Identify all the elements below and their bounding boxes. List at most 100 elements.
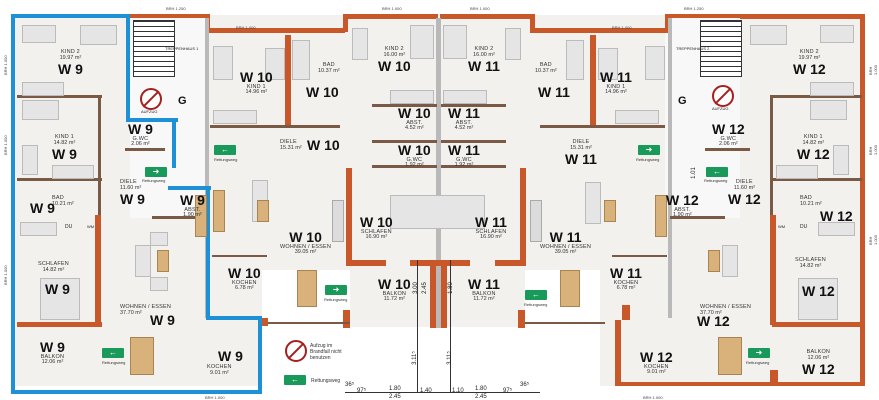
room-label: KIND 2 19.97 m² W 12 bbox=[793, 49, 826, 77]
room-label: W 10 G.WC 1.92 m² bbox=[398, 142, 431, 169]
desk bbox=[265, 48, 285, 80]
coffee-table bbox=[708, 250, 720, 272]
dimension-value: 36⁵ bbox=[520, 382, 530, 388]
exit-sign-icon: ← bbox=[525, 290, 547, 300]
interior-wall bbox=[17, 322, 102, 327]
bathtub bbox=[818, 222, 855, 236]
interior-wall bbox=[441, 140, 506, 143]
double-bed bbox=[798, 278, 838, 320]
exit-sign-icon: ➜ bbox=[638, 145, 660, 155]
desk bbox=[820, 25, 854, 43]
exit-sign-icon: ➜ bbox=[325, 285, 347, 295]
exterior-wall bbox=[343, 14, 438, 19]
room-label: SCHLAFEN 14.82 m² bbox=[795, 257, 826, 269]
bedroom-wall bbox=[495, 260, 526, 266]
room-label: WOHNEN / ESSEN 37.70 m² bbox=[120, 304, 172, 316]
party-wall bbox=[436, 18, 441, 328]
desk bbox=[22, 25, 56, 43]
exterior-wall bbox=[440, 14, 535, 19]
interior-wall bbox=[772, 95, 862, 98]
dimension-value: 36⁵ bbox=[345, 382, 355, 388]
legend-exit: Rettungsweg bbox=[311, 378, 341, 384]
wardrobe bbox=[213, 110, 257, 124]
room-label: KIND 2 16.00 m² W 10 bbox=[378, 46, 411, 74]
brh-label: BRH 1.000 bbox=[612, 25, 632, 30]
interior-wall bbox=[770, 215, 776, 325]
room-label: BALKON 12.06 m² W 12 bbox=[802, 349, 835, 377]
room-label: W 10 KOCHEN 6.78 m² bbox=[228, 265, 261, 292]
room-label: W 11 KIND 1 14.96 m² bbox=[600, 69, 632, 96]
room-label: W 10 KIND 1 14.96 m² bbox=[240, 69, 273, 96]
room-label: W 10 SCHLAFEN 16.90 m² bbox=[360, 214, 393, 241]
highlight-outline bbox=[206, 316, 262, 320]
brh-label: BRH 1.000 bbox=[3, 265, 8, 285]
brh-label: BRH 1.000 bbox=[868, 234, 878, 245]
bed bbox=[22, 100, 59, 120]
room-label: KIND 2 16.00 m² W 11 bbox=[468, 46, 500, 74]
dimension-value: 3.00 bbox=[412, 282, 419, 294]
desk bbox=[833, 145, 849, 175]
balcony-edge bbox=[260, 322, 350, 324]
interior-wall bbox=[705, 148, 750, 151]
wardrobe bbox=[52, 165, 94, 179]
unit-label: W 9 bbox=[218, 348, 243, 364]
room-label: W 9 BALKON 12.06 m² bbox=[40, 339, 65, 366]
bed bbox=[40, 278, 80, 320]
highlight-outline bbox=[126, 118, 178, 122]
brh-label: BRH 1.000 bbox=[868, 144, 878, 155]
bathtub bbox=[292, 40, 310, 80]
exit-sign-icon: ← bbox=[706, 167, 728, 177]
bed bbox=[410, 25, 434, 59]
balcony-edge bbox=[525, 322, 605, 324]
window bbox=[530, 200, 542, 242]
washer-label: WM bbox=[87, 224, 95, 229]
interior-wall bbox=[772, 178, 862, 181]
no-elevator-icon bbox=[285, 340, 307, 362]
desk bbox=[505, 28, 521, 60]
bathroom-wall bbox=[285, 35, 291, 125]
desk bbox=[22, 145, 38, 175]
desk bbox=[352, 28, 368, 60]
room-label: W 10 ABST. 4.52 m² bbox=[398, 105, 431, 132]
armchair bbox=[150, 232, 168, 246]
bed bbox=[80, 25, 117, 45]
exit-sign-icon: ← bbox=[214, 145, 236, 155]
interior-wall bbox=[770, 95, 773, 220]
balcony-post bbox=[441, 262, 447, 328]
exit-sign-label: Rettungsweg bbox=[524, 302, 548, 307]
highlight-outline bbox=[11, 14, 15, 394]
exit-sign-label: Rettungsweg bbox=[704, 178, 728, 183]
room-label: DIELE 15.31 m² W 11 bbox=[565, 139, 597, 167]
room-label: KOCHEN 9.01 m² bbox=[207, 364, 232, 376]
brh-label: BRH 1.250 bbox=[684, 6, 704, 11]
room-label: DIELE 11.60 m² W 12 bbox=[728, 179, 761, 207]
highlight-outline bbox=[172, 118, 176, 168]
corridor-label: G bbox=[678, 95, 687, 107]
dimension-value: 1.40 bbox=[420, 388, 432, 394]
sofa bbox=[722, 245, 738, 277]
dining-table bbox=[560, 270, 580, 307]
balcony-post bbox=[343, 310, 350, 328]
no-elevator-icon bbox=[712, 85, 734, 107]
room-label: BAD 10.37 m² bbox=[318, 62, 340, 74]
exterior-wall bbox=[740, 14, 865, 19]
brh-label: BRH 1.000 bbox=[236, 25, 256, 30]
room-label: BAD 10.37 m² bbox=[535, 62, 557, 74]
unit-label: W 10 bbox=[306, 84, 339, 100]
exterior-wall bbox=[530, 28, 670, 33]
balcony-post bbox=[430, 262, 436, 328]
unit-label: W 12 bbox=[697, 313, 730, 329]
exterior-wall bbox=[860, 14, 865, 386]
corridor-label: G bbox=[178, 95, 187, 107]
dimension-line bbox=[345, 392, 540, 393]
unit-label: W 9 bbox=[150, 312, 175, 328]
bathtub bbox=[566, 40, 584, 80]
stair-wall bbox=[668, 18, 672, 318]
legend-elevator-warning: Aufzug im Brandfall nicht benutzen bbox=[310, 343, 342, 361]
room-label: W 9 ABST. 1.90 m² bbox=[180, 192, 205, 219]
dimension-value: 1.80 bbox=[389, 386, 401, 392]
bedroom-wall bbox=[410, 260, 470, 266]
interior-wall bbox=[212, 255, 267, 257]
exit-sign-label: Rettungsweg bbox=[636, 157, 660, 162]
